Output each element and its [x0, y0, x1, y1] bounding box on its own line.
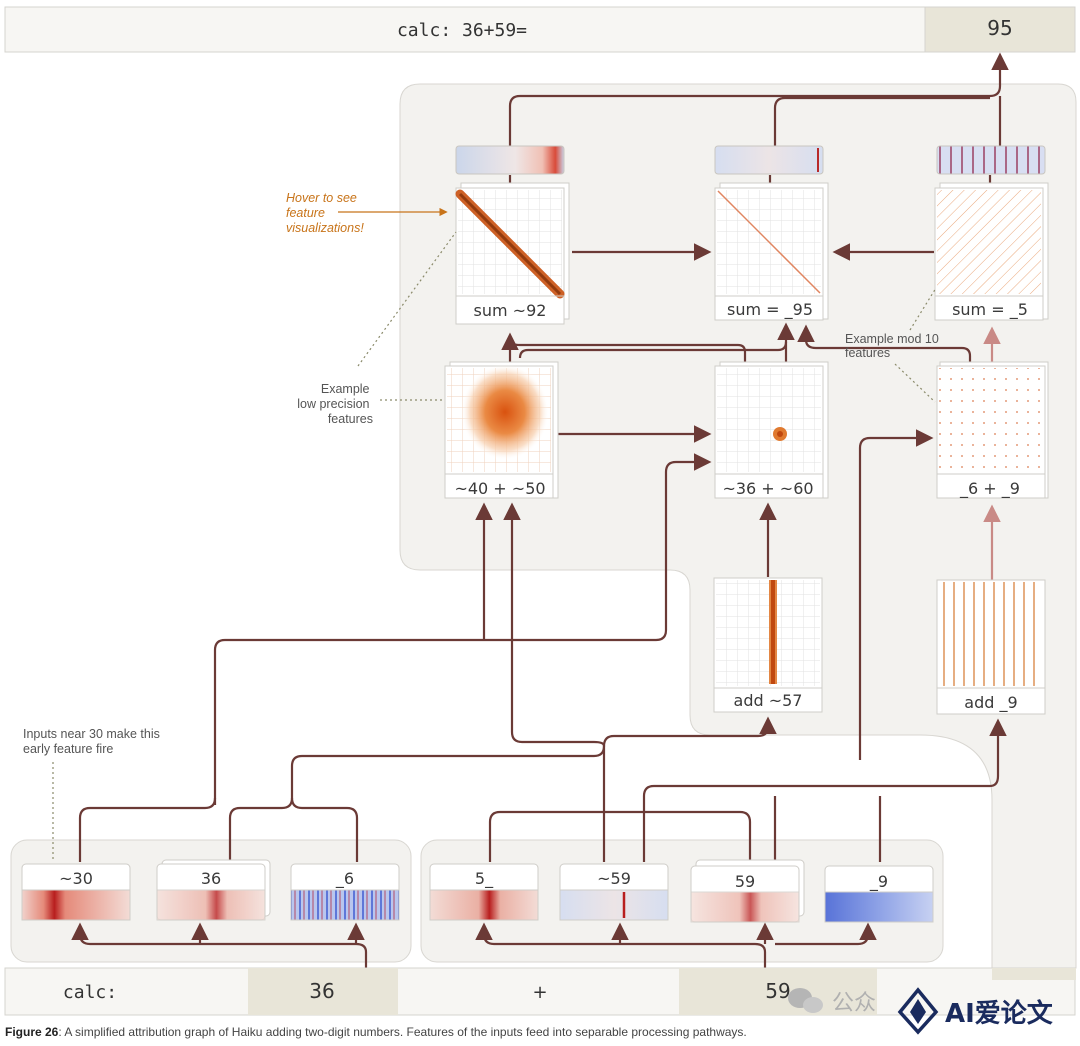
annotation-low-precision-line2: low precision — [297, 397, 369, 411]
annotation-hover: Hover to see feature visualizations! — [286, 191, 448, 235]
input-b-tens-label: 5_ — [475, 869, 494, 889]
annotation-low-precision-line3: features — [328, 412, 373, 426]
input-a-ones-label: _6 — [335, 869, 354, 889]
input-a-ones[interactable]: _6 — [290, 863, 400, 921]
annotation-inputs-line2: early feature fire — [23, 742, 113, 756]
figure-caption-label: Figure 26 — [5, 1025, 59, 1039]
annotation-low-precision: Example low precision features — [297, 231, 457, 426]
node-add-approx[interactable]: add ~57 — [713, 577, 823, 713]
input-bar: calc: 36 + 59 — [4, 967, 1076, 1016]
input-a-approx-label: ~30 — [59, 869, 93, 888]
node-sum-mod[interactable]: sum = _5 — [934, 182, 1049, 321]
input-a-exact-label: 36 — [201, 869, 221, 888]
ai-logo-icon — [897, 987, 939, 1035]
input-b-exact[interactable]: 59 — [690, 859, 805, 923]
sum-mod-bar — [936, 145, 1046, 175]
node-sum-approx[interactable]: sum ~92 — [455, 182, 570, 325]
annotation-inputs-line1: Inputs near 30 make this — [23, 727, 160, 741]
node-add-mod-label: add _9 — [964, 693, 1017, 713]
input-group-b-panel — [420, 839, 944, 963]
annotation-hover-line1: Hover to see — [286, 191, 357, 205]
watermark-text: 公众 — [832, 991, 876, 1016]
input-b-approx-label: ~59 — [597, 869, 631, 888]
input-a-approx[interactable]: ~30 — [21, 863, 131, 921]
node-lookup-mod-label: _6 + _9 — [959, 479, 1020, 499]
input-operator-text: + — [532, 982, 547, 1003]
annotation-mod10: Example mod 10 features — [845, 287, 942, 403]
svg-text:Inputs near 30 make this: Inputs near 30 make this early feature f… — [23, 727, 163, 756]
node-add-mod[interactable]: add _9 — [936, 579, 1046, 715]
output-bar: calc: 36+59= 95 — [4, 6, 1076, 53]
input-operand-a-text: 36 — [309, 979, 334, 1003]
svg-text:Example mod 10 features: Example mod 10 features — [845, 332, 942, 360]
input-b-ones-label: _9 — [869, 872, 888, 892]
sum-exact-bar — [714, 145, 824, 175]
svg-text:Example low precision: Example low precision features — [297, 382, 373, 426]
input-a-exact[interactable]: 36 — [156, 859, 271, 921]
node-sum-mod-label: sum = _5 — [952, 300, 1028, 320]
annotation-hover-line3: visualizations! — [286, 221, 364, 235]
input-operand-b-text: 59 — [765, 979, 790, 1003]
input-b-ones[interactable]: _9 — [824, 865, 934, 923]
figure-caption: Figure 26: A simplified attribution grap… — [5, 1025, 1075, 1039]
annotation-mod10-line1: Example mod 10 — [845, 332, 939, 346]
edges — [71, 52, 1009, 968]
input-b-approx[interactable]: ~59 — [559, 863, 669, 921]
node-add-approx-label: add ~57 — [734, 691, 803, 710]
wechat-icon — [788, 988, 823, 1013]
node-lookup-mod[interactable]: _6 + _9 — [936, 361, 1049, 499]
watermark-brand: AI爱论文 — [945, 998, 1054, 1029]
node-sum-exact-label: sum = _95 — [727, 300, 813, 320]
svg-text:Hover to see feature: Hover to see feature visualizations! — [286, 191, 364, 235]
annotation-inputs-near-30: Inputs near 30 make this early feature f… — [23, 727, 163, 862]
node-lookup-low[interactable]: ~40 + ~50 — [444, 361, 559, 499]
node-sum-approx-label: sum ~92 — [474, 301, 547, 320]
node-lookup-mid[interactable]: ~36 + ~60 — [714, 361, 829, 499]
watermark: 公众 AI爱论文 — [788, 987, 1054, 1035]
node-sum-exact[interactable]: sum = _95 — [714, 182, 829, 321]
annotation-mod10-line2: features — [845, 346, 890, 360]
node-lookup-low-label: ~40 + ~50 — [454, 479, 545, 498]
node-lookup-mid-label: ~36 + ~60 — [722, 479, 813, 498]
output-prompt-text: calc: 36+59= — [397, 20, 527, 41]
sum-approx-bar — [455, 145, 565, 175]
input-b-exact-label: 59 — [735, 872, 755, 891]
output-answer-text: 95 — [987, 16, 1012, 40]
input-b-tens[interactable]: 5_ — [429, 863, 539, 921]
annotation-low-precision-line1: Example — [321, 382, 370, 396]
figure-caption-text: : A simplified attribution graph of Haik… — [58, 1025, 747, 1039]
input-prefix-text: calc: — [63, 982, 117, 1003]
annotation-hover-line2: feature — [286, 206, 325, 220]
